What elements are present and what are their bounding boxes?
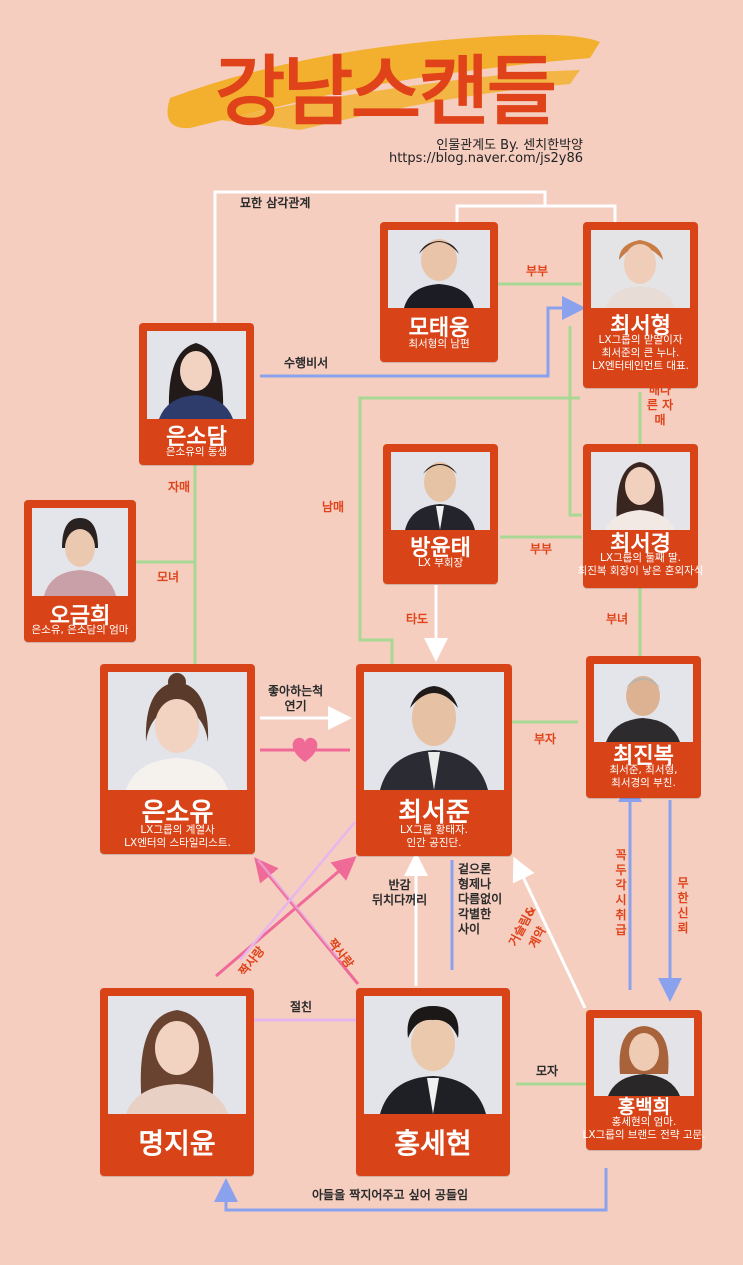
name-myung-jiyun: 명지윤 [138,1127,216,1160]
name-choi-jinbok: 최진복 [613,744,674,769]
card-oh-geumhee: 오금희 은소유, 은소담의 엄마 [24,500,136,642]
desc-choi-seokyung: LX그룹의 둘째 딸. 최진복 회장이 낳은 혼외자식 [577,552,704,577]
line-crush-fade-2 [257,859,341,961]
name-hong-sehyun: 홍세현 [394,1127,472,1160]
portrait-eun-soyu [108,672,247,790]
label-couple-top: 부부 [526,264,549,278]
desc-bang-yuntae: LX 부회장 [417,557,464,569]
desc-choi-seohyung: LX그룹의 맏딸이자 최서준의 큰 누나. LX엔터테인먼트 대표. [592,334,689,372]
label-mother-daughter: 모녀 [157,570,180,584]
line-siblings-branch [568,326,582,517]
portrait-myung-jiyun [108,996,246,1114]
label-half-sister: 배다른 자매 [646,383,674,427]
name-eun-sodam: 은소담 [166,425,227,450]
desc-choi-seojun: LX그룹 황태자. 인간 공진단. [399,824,469,849]
desc-hong-baekhee: 홍세현의 엄마. LX그룹의 브랜드 전략 고문. [582,1116,706,1141]
card-choi-seohyung: 최서형 LX그룹의 맏딸이자 최서준의 큰 누나. LX엔터테인먼트 대표. [583,222,698,388]
portrait-hong-baekhee [594,1018,694,1096]
label-sisters: 자매 [168,480,191,494]
heart-icon [292,737,318,762]
line-secretary [260,296,586,378]
title-brush-stroke [167,34,600,130]
portrait-hong-sehyun [364,996,502,1114]
desc-eun-sodam: 은소유의 동생 [165,446,228,458]
line-crush-fade-1 [239,821,356,961]
label-trust: 무한신뢰 [677,876,689,935]
portrait-mo-taeung [388,230,490,308]
portrait-choi-seokyung [591,452,690,530]
name-hong-baekhee: 홍백희 [617,1096,671,1118]
blog-url: https://blog.naver.com/js2y86 [388,151,583,166]
line-love-triangle [213,190,547,322]
author-credit: 인물관계도 By. 센치한박양 [436,138,583,153]
card-hong-baekhee: 홍백희 홍세현의 엄마. LX그룹의 브랜드 전략 고문. [583,1010,706,1150]
card-myung-jiyun: 명지윤 [100,988,254,1176]
line-crush-right [215,856,357,978]
label-fake-love: 좋아하는척 연기 [268,684,324,713]
line-matchmaking [214,1168,608,1212]
desc-mo-taeung: 최서형의 남편 [408,338,470,350]
desc-choi-jinbok: 최서준, 최서형, 최서경의 부친. [609,764,678,789]
label-couple-mid: 부부 [530,542,553,556]
name-choi-seohyung: 최서형 [610,314,671,339]
label-father-daughter: 부녀 [606,612,629,626]
label-siblings: 남매 [322,500,345,514]
label-father-son: 부자 [534,732,557,746]
card-choi-seojun: 최서준 LX그룹 황태자. 인간 공진단. [356,664,512,856]
label-love-triangle: 묘한 삼각관계 [240,196,311,210]
portrait-eun-sodam [147,331,246,419]
page-title: 강남스캔들 [215,47,557,136]
line-triangle-branch [455,204,617,222]
line-crush-left [254,857,360,985]
label-mother-son: 모자 [536,1064,559,1078]
label-matchmaking: 아들을 짝지어주고 싶어 공들임 [312,1188,469,1202]
label-best-friend: 절친 [290,1000,313,1014]
card-choi-jinbok: 최진복 최서준, 최서형, 최서경의 부친. [586,656,701,798]
card-eun-soyu: 은소유 LX그룹의 계열사 LX엔터의 스타일리스트. [100,664,255,854]
card-choi-seokyung: 최서경 LX그룹의 둘째 딸. 최진복 회장이 낳은 혼외자식 [578,444,703,588]
card-bang-yuntae: 방윤태 LX 부회장 [383,444,498,584]
portrait-choi-seojun [364,672,504,790]
name-choi-seokyung: 최서경 [610,532,671,557]
desc-eun-soyu: LX그룹의 계열사 LX엔터의 스타일리스트. [124,824,231,849]
card-mo-taeung: 모태웅 최서형의 남편 [380,222,498,362]
portrait-bang-yuntae [391,452,490,530]
portrait-oh-geumhee [32,508,128,596]
line-contract [512,856,587,1009]
card-eun-sodam: 은소담 은소유의 동생 [139,323,254,465]
portrait-choi-seohyung [591,230,690,308]
name-bang-yuntae: 방윤태 [410,536,471,561]
label-hostility: 반감 뒤치다꺼리 [372,878,428,907]
label-close-brothers: 겉으론 형제나 다름없이 각별한 사이 [458,862,503,936]
label-secretary: 수행비서 [284,356,329,370]
name-mo-taeung: 모태웅 [408,316,470,341]
label-target: 타도 [406,612,429,626]
name-choi-seojun: 최서준 [398,798,470,828]
card-hong-sehyun: 홍세현 [356,988,510,1176]
portrait-choi-jinbok [594,664,693,742]
desc-oh-geumhee: 은소유, 은소담의 엄마 [31,624,129,636]
name-oh-geumhee: 오금희 [49,604,111,629]
label-puppet: 꼭두각시 취급 [615,848,627,937]
line-siblings [358,396,580,664]
name-eun-soyu: 은소유 [141,798,214,828]
